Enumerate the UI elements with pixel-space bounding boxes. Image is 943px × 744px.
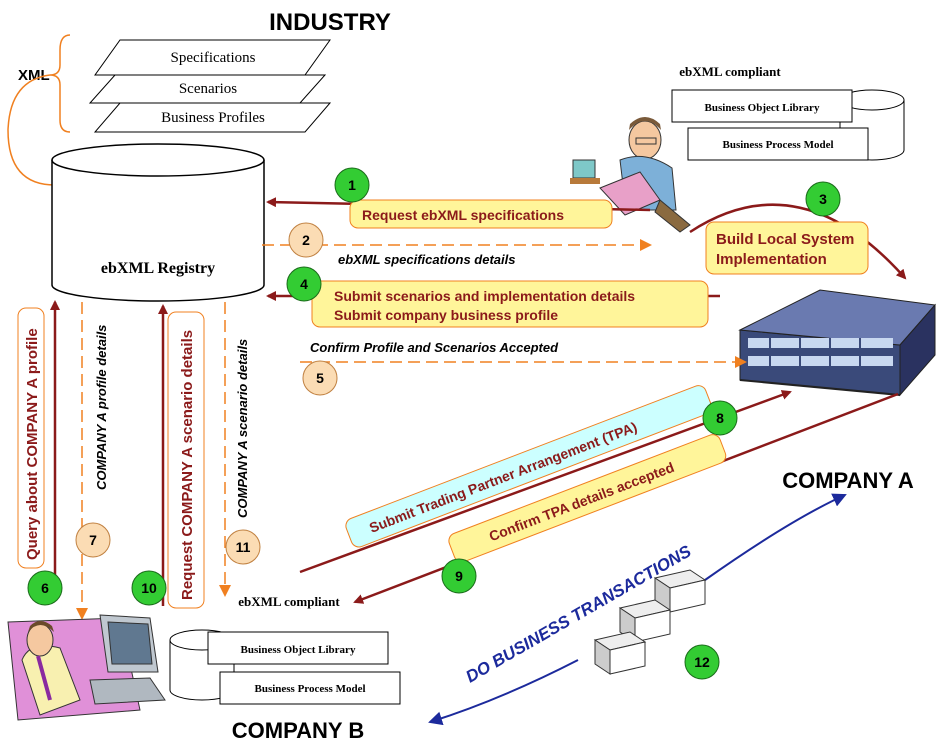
step4-number: 4 [300,276,308,292]
step3-text-line1: Build Local System [716,231,854,248]
step9-badge [441,558,477,594]
xml-connector [7,74,56,186]
step1-number: 1 [348,177,356,193]
compliant-b-title: ebXML compliant [238,594,340,609]
step10-badge [131,570,167,606]
step5-badge [302,360,338,396]
transaction-boxes-icon [593,569,707,675]
step1-badge [334,167,370,203]
step9-number: 9 [455,568,463,584]
step11-text: COMPANY A scenario details [235,339,250,518]
company-a-title: COMPANY A [782,468,914,493]
industry-layers: Specifications Scenarios Business Profil… [88,39,332,133]
step11-badge [225,529,261,565]
compliant-a-title: ebXML compliant [679,64,781,79]
step12-arrow-to-a [704,493,847,581]
step8-number: 8 [716,410,724,426]
step7-text: COMPANY A profile details [94,325,109,490]
step4-text-line2: Submit company business profile [334,307,558,323]
step1-box [349,199,613,229]
step11-number: 11 [236,539,251,555]
compliant-b: ebXML compliant Business Object Library … [169,594,401,705]
step3-text-line2: Implementation [716,251,827,268]
layer-specifications: Specifications [171,50,256,66]
step2-badge [288,222,324,258]
layer-business-profiles: Business Profiles [161,110,265,126]
step12-number: 12 [694,654,710,670]
compliant-a-library: Business Object Library [705,102,820,114]
step6-badge [27,570,63,606]
step8-badge [702,400,738,436]
xml-label: XML [18,67,50,84]
person-at-computer-icon [7,614,166,721]
step10-text: Request COMPANY A scenario details [179,330,196,600]
compliant-b-library: Business Object Library [241,644,356,656]
step10-number: 10 [141,580,157,596]
building-icon [738,289,936,397]
step7-badge [75,522,111,558]
step12-badge [684,644,720,680]
step2-text: ebXML specifications details [338,252,515,267]
compliant-a-model: Business Process Model [722,139,833,151]
step9-box [448,434,727,563]
step3-box [705,221,869,275]
step4-badge [286,266,322,302]
step1-text: Request ebXML specifications [362,207,564,223]
step2-number: 2 [302,232,310,248]
step4-text-line1: Submit scenarios and implementation deta… [334,288,635,304]
step5-text: Confirm Profile and Scenarios Accepted [310,340,559,355]
step6-box [17,307,45,569]
step4-box [311,280,709,328]
step6-number: 6 [41,580,49,596]
registry-label: ebXML Registry [101,260,215,277]
step12-arrow-to-b [428,659,579,726]
step3-arrow [689,203,907,280]
registry-cylinder: ebXML Registry [51,143,265,302]
step8-box [345,385,712,548]
compliant-a: ebXML compliant Business Object Library … [671,64,905,161]
step7-number: 7 [89,532,97,548]
step3-badge [805,181,841,217]
step10-box [167,311,205,609]
step5-number: 5 [316,370,324,386]
person-at-desk-icon [570,117,691,233]
industry-title: INDUSTRY [269,9,391,36]
step6-text: Query about COMPANY A profile [24,328,41,560]
company-b-title: COMPANY B [232,718,364,743]
compliant-b-model: Business Process Model [254,683,365,695]
layer-scenarios: Scenarios [179,81,237,97]
step3-number: 3 [819,191,827,207]
xml-brace [49,34,71,133]
